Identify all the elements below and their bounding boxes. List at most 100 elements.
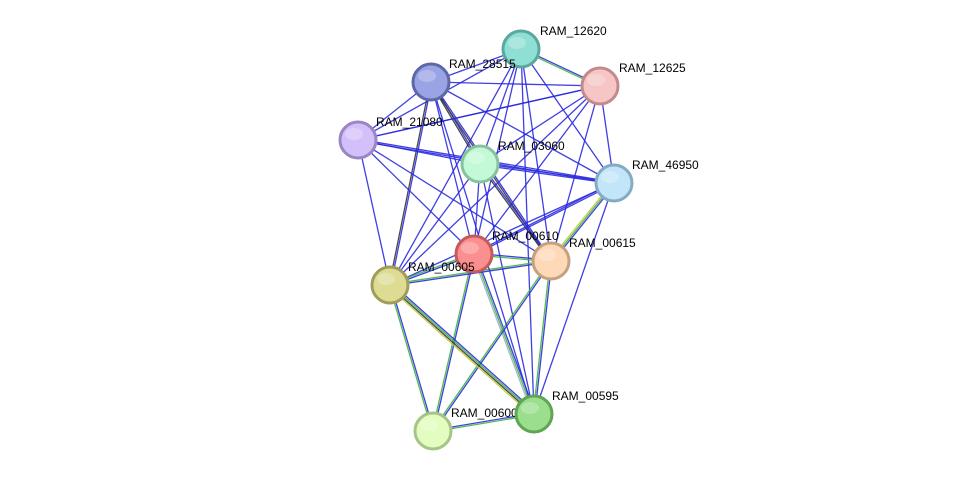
edge-evidence-line [387, 286, 533, 417]
edge-evidence-line [390, 82, 433, 286]
edge-RAM_28515-RAM_46950 [430, 81, 615, 184]
node-label: RAM_12625 [619, 61, 686, 75]
node-label: RAM_00595 [552, 389, 619, 403]
node-circle[interactable] [338, 120, 378, 160]
edge-RAM_00615-RAM_00600 [431, 260, 553, 432]
edge-evidence-line [357, 139, 391, 286]
edge-evidence-line [388, 81, 431, 285]
node-label: RAM_00605 [408, 260, 475, 274]
node-RAM_00615[interactable]: RAM_00615 [531, 236, 636, 281]
edge-evidence-line [473, 253, 535, 415]
edge-evidence-line [390, 283, 535, 414]
node-highlight [467, 152, 485, 164]
edge-evidence-line [389, 48, 522, 286]
node-highlight [345, 128, 363, 140]
edge-evidence-line [534, 261, 553, 415]
edge-RAM_12625-RAM_00615 [550, 85, 601, 262]
node-circle[interactable] [514, 394, 554, 434]
node-RAM_00605[interactable]: RAM_00605 [370, 260, 475, 305]
edge-evidence-line [433, 254, 476, 432]
edge-RAM_00605-RAM_00600 [388, 284, 435, 432]
node-circle[interactable] [370, 265, 410, 305]
node-highlight [461, 242, 479, 254]
edge-evidence-line [430, 81, 475, 255]
node-RAM_00595[interactable]: RAM_00595 [514, 389, 619, 434]
node-highlight [420, 419, 438, 431]
edge-evidence-line [478, 164, 551, 262]
edge-evidence-line [357, 85, 601, 141]
edge-evidence-line [357, 139, 475, 255]
edge-RAM_03060-RAM_00605 [389, 163, 481, 286]
node-RAM_12620[interactable]: RAM_12620 [501, 24, 607, 69]
node-label: RAM_00615 [569, 236, 636, 250]
edge-evidence-line [433, 261, 553, 432]
node-circle[interactable] [413, 411, 453, 451]
node-RAM_03060[interactable]: RAM_03060 [460, 139, 565, 184]
node-label: RAM_28515 [449, 57, 516, 71]
edge-evidence-line [357, 139, 552, 262]
edge-evidence-line [533, 182, 615, 415]
edge-RAM_00615-RAM_00595 [532, 260, 553, 415]
node-circle[interactable] [594, 163, 634, 203]
node-circle[interactable] [411, 62, 451, 102]
edge-RAM_12620-RAM_00610 [473, 48, 522, 255]
edge-evidence-line [473, 48, 522, 255]
node-highlight [418, 70, 436, 82]
edge-RAM_03060-RAM_00615 [478, 163, 553, 262]
edge-evidence-line [430, 81, 615, 184]
node-circle[interactable] [531, 241, 571, 281]
node-RAM_21080[interactable]: RAM_21080 [338, 115, 443, 160]
node-label: RAM_00600 [451, 406, 518, 420]
node-highlight [587, 74, 605, 86]
node-RAM_28515[interactable]: RAM_28515 [411, 57, 516, 102]
edge-RAM_12620-RAM_00605 [389, 48, 522, 286]
edge-RAM_12625-RAM_03060 [479, 85, 601, 165]
edge-RAM_12620-RAM_00595 [520, 48, 535, 415]
node-circle[interactable] [454, 234, 494, 274]
edge-evidence-line [389, 163, 481, 286]
edge-evidence-line [430, 81, 601, 87]
edge-evidence-line [479, 85, 601, 165]
node-RAM_00610[interactable]: RAM_00610 [454, 229, 559, 274]
edge-evidence-line [390, 261, 552, 287]
edge-RAM_46950-RAM_00605 [389, 182, 615, 286]
edge-evidence-line [389, 182, 615, 286]
edge-RAM_03060-RAM_46950 [479, 162, 615, 185]
edge-evidence-line [480, 162, 615, 183]
node-label: RAM_03060 [498, 139, 565, 153]
edge-RAM_28515-RAM_12625 [430, 81, 601, 87]
edge-RAM_21080-RAM_00605 [357, 139, 391, 286]
node-label: RAM_12620 [540, 24, 607, 38]
edge-evidence-line [390, 284, 435, 431]
node-highlight [538, 249, 556, 261]
node-circle[interactable] [501, 29, 541, 69]
edge-evidence-line [389, 285, 534, 416]
node-label: RAM_46950 [632, 158, 699, 172]
edge-evidence-line [474, 183, 615, 256]
edge-RAM_46950-RAM_00595 [533, 182, 615, 415]
edge-evidence-line [550, 85, 601, 262]
node-RAM_46950[interactable]: RAM_46950 [594, 158, 699, 203]
node-highlight [521, 402, 539, 414]
edge-evidence-line [471, 254, 534, 415]
node-circle[interactable] [460, 144, 500, 184]
edge-RAM_28515-RAM_00610 [430, 81, 475, 255]
edge-RAM_28515-RAM_00605 [388, 81, 433, 286]
edge-RAM_21080-RAM_00615 [357, 139, 552, 262]
node-highlight [377, 273, 395, 285]
node-label: RAM_00610 [492, 229, 559, 243]
edge-evidence-line [480, 163, 553, 261]
node-highlight [508, 37, 526, 49]
edge-RAM_03060-RAM_00595 [479, 163, 535, 415]
node-RAM_12625[interactable]: RAM_12625 [580, 61, 686, 106]
node-circle[interactable] [580, 66, 620, 106]
edge-RAM_21080-RAM_00610 [357, 139, 475, 255]
edge-RAM_12620-RAM_03060 [479, 48, 522, 165]
edge-evidence-line [388, 285, 433, 432]
edge-evidence-line [479, 163, 535, 415]
edge-RAM_21080-RAM_12625 [357, 85, 601, 141]
node-RAM_00600[interactable]: RAM_00600 [413, 406, 518, 451]
node-label: RAM_21080 [376, 115, 443, 129]
